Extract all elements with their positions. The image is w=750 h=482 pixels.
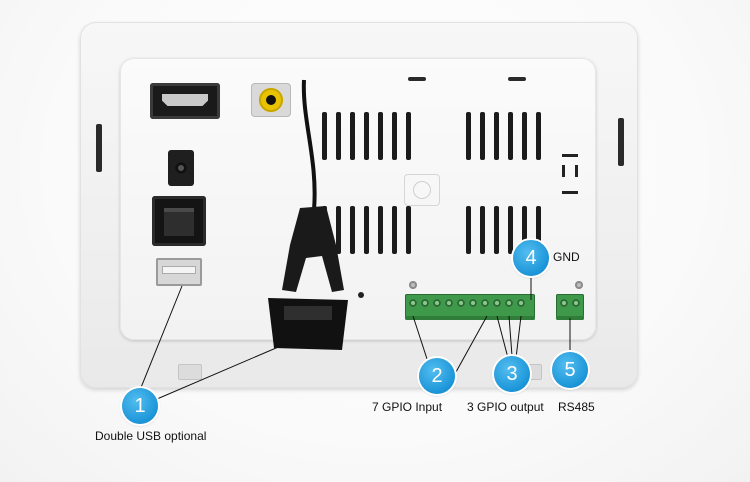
panel-slot-left xyxy=(408,77,426,81)
callout-badge-2: 2 xyxy=(419,358,455,394)
vent-slot xyxy=(364,112,369,160)
vent-slot xyxy=(466,112,471,160)
callout-line-1a xyxy=(139,285,183,391)
vent-slot xyxy=(350,112,355,160)
terminal-pin xyxy=(505,299,513,307)
callout-caption-5: RS485 xyxy=(558,400,595,414)
terminal-pin xyxy=(481,299,489,307)
callout-badge-1: 1 xyxy=(122,388,158,424)
vent-slot xyxy=(392,206,397,254)
vent-slot xyxy=(480,112,485,160)
rca-video-port xyxy=(251,83,291,117)
gpio-terminal-block xyxy=(405,294,535,320)
vent-slot xyxy=(494,112,499,160)
bracket-mark xyxy=(562,154,578,194)
vent-slot xyxy=(406,112,411,160)
vent-slot xyxy=(522,206,527,254)
terminal-pin xyxy=(445,299,453,307)
vent-slot xyxy=(322,112,327,160)
callout-badge-5: 5 xyxy=(552,352,588,388)
vent-slot xyxy=(406,206,411,254)
vent-slot xyxy=(336,206,341,254)
callout-caption-2: 7 GPIO Input xyxy=(372,400,443,414)
vent-slot xyxy=(480,206,485,254)
ethernet-port xyxy=(152,196,206,246)
rs485-terminal-block xyxy=(556,294,584,320)
terminal-pin xyxy=(457,299,465,307)
right-side-slot xyxy=(618,118,624,166)
reset-pinhole xyxy=(358,292,364,298)
mounting-clip xyxy=(178,364,202,380)
left-side-slot xyxy=(96,124,102,172)
vent-slot xyxy=(350,206,355,254)
hdmi-port xyxy=(150,83,220,119)
callout-line-3c xyxy=(515,315,522,359)
vent-slot xyxy=(378,112,383,160)
vent-slot xyxy=(466,206,471,254)
callout-caption-4: GND xyxy=(553,250,580,264)
terminal-pin xyxy=(560,299,568,307)
callout-badge-3: 3 xyxy=(494,356,530,392)
vent-slot xyxy=(536,206,541,254)
vent-slot xyxy=(392,112,397,160)
dc-power-jack xyxy=(168,150,194,186)
vent-slot xyxy=(494,206,499,254)
screw xyxy=(409,281,417,289)
terminal-pin xyxy=(517,299,525,307)
callout-line-2a xyxy=(412,315,429,363)
vent-slot xyxy=(364,206,369,254)
usb-cable xyxy=(301,79,317,211)
hdmi-port-contacts xyxy=(162,94,208,106)
callout-line-2b xyxy=(455,315,488,373)
vent-slot xyxy=(508,206,513,254)
callout-line-3b xyxy=(508,315,513,357)
vent-grille-bottom-right xyxy=(466,206,541,254)
terminal-pin xyxy=(433,299,441,307)
vent-slot xyxy=(508,112,513,160)
terminal-pin xyxy=(469,299,477,307)
vent-slot xyxy=(522,112,527,160)
vent-grille-top-left xyxy=(322,112,411,160)
callout-badge-4: 4 xyxy=(513,240,549,276)
callout-caption-1: Double USB optional xyxy=(95,429,207,443)
callout-caption-3: 3 GPIO output xyxy=(467,400,544,414)
usb-a-port xyxy=(156,258,202,286)
terminal-pin xyxy=(421,299,429,307)
terminal-pin xyxy=(409,299,417,307)
embossed-logo xyxy=(404,174,440,206)
vent-grille-top-right xyxy=(466,112,541,160)
vent-slot xyxy=(336,112,341,160)
rca-hole xyxy=(266,95,276,105)
callout-line-1b xyxy=(149,341,291,403)
screw xyxy=(575,281,583,289)
usb-adapter-plug xyxy=(268,298,348,350)
vent-slot xyxy=(536,112,541,160)
usb-adapter-opening xyxy=(284,306,332,320)
callout-line-3a xyxy=(496,315,509,359)
vent-slot xyxy=(378,206,383,254)
panel-slot-right xyxy=(508,77,526,81)
terminal-pin xyxy=(572,299,580,307)
terminal-pin xyxy=(493,299,501,307)
usb-adapter-body xyxy=(282,206,344,292)
